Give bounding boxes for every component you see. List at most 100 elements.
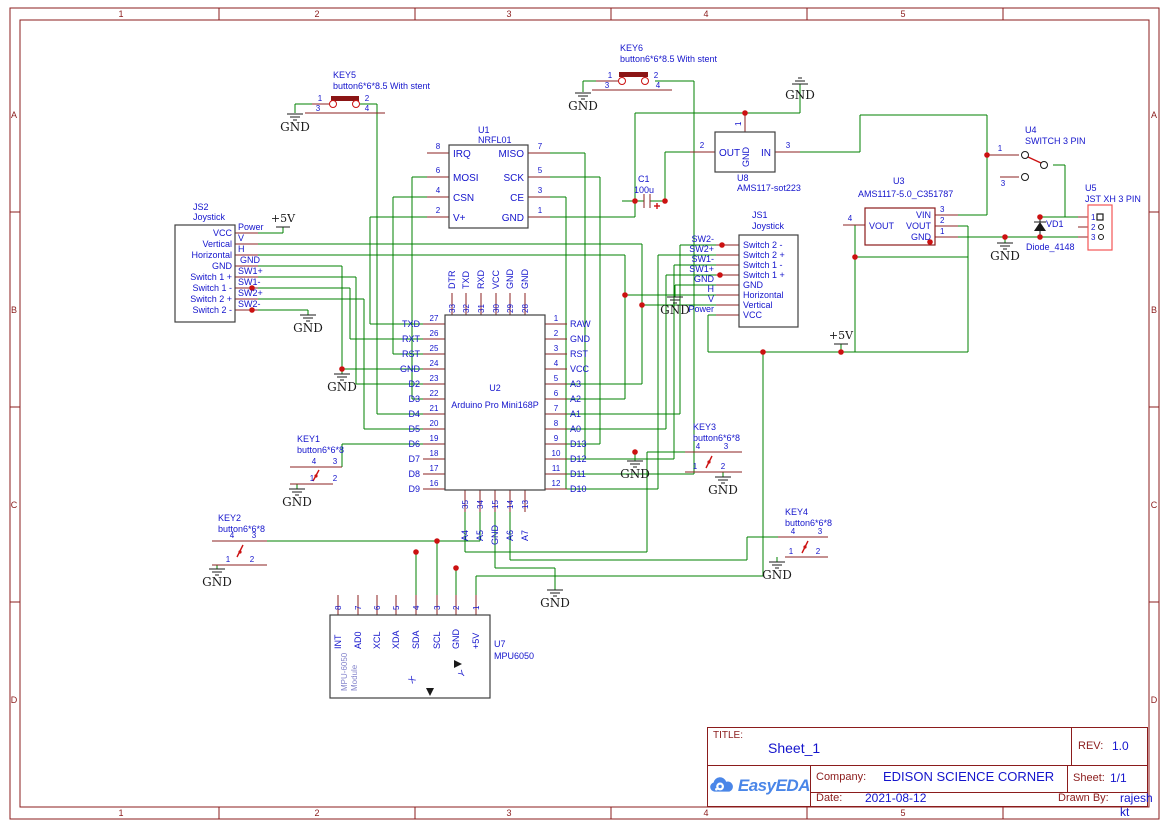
schematic-text[interactable]: 3 — [333, 457, 338, 466]
schematic-text[interactable]: NRFL01 — [478, 135, 512, 145]
schematic-text[interactable]: 1 — [226, 555, 231, 564]
schematic-text[interactable]: 35 — [461, 500, 470, 509]
schematic-text[interactable]: GND — [240, 255, 261, 265]
contact-circle[interactable] — [1098, 234, 1104, 240]
schematic-text[interactable]: MPU-6050 — [340, 652, 349, 691]
schematic-text[interactable]: AMS1117-5.0_C351787 — [858, 189, 953, 199]
contact-circle[interactable] — [1098, 224, 1104, 230]
schematic-text[interactable]: U7 — [494, 639, 506, 649]
schematic-text[interactable]: JS1 — [752, 210, 768, 220]
schematic-text[interactable]: D10 — [570, 484, 587, 494]
schematic-text[interactable]: D12 — [570, 454, 587, 464]
schematic-text[interactable]: GND — [212, 261, 233, 271]
schematic-text[interactable]: SW1+ — [238, 266, 263, 276]
schematic-text[interactable]: 17 — [430, 464, 439, 473]
schematic-text[interactable]: 30 — [492, 304, 501, 313]
schematic-text[interactable]: 4 — [412, 605, 421, 610]
schematic-text[interactable]: 1 — [538, 206, 543, 215]
schematic-text[interactable]: SW1+ — [689, 264, 714, 274]
schematic-text[interactable]: V+ — [453, 213, 466, 224]
schematic-text[interactable]: Diode_4148 — [1026, 242, 1075, 252]
schematic-text[interactable]: A2 — [570, 394, 581, 404]
schematic-text[interactable]: 2 — [816, 547, 821, 556]
schematic-text[interactable]: IRQ — [453, 149, 471, 160]
schematic-text[interactable]: 15 — [491, 500, 500, 509]
JS1-body[interactable] — [738, 234, 799, 328]
schematic-text[interactable]: Vertical — [202, 239, 232, 249]
schematic-text[interactable]: D7 — [408, 454, 420, 464]
contact-circle[interactable] — [1040, 161, 1048, 169]
schematic-text[interactable]: 5 — [554, 374, 559, 383]
schematic-text[interactable]: A1 — [570, 409, 581, 419]
schematic-text[interactable]: 20 — [430, 419, 439, 428]
schematic-text[interactable]: CSN — [453, 193, 474, 204]
schematic-text[interactable]: 2 — [654, 71, 659, 80]
schematic-text[interactable]: XDA — [391, 630, 401, 649]
schematic-text[interactable]: Power — [238, 222, 264, 232]
contact-circle[interactable] — [1021, 173, 1029, 181]
schematic-text[interactable]: 6 — [436, 166, 441, 175]
schematic-text[interactable]: Arduino Pro Mini168P — [451, 400, 539, 410]
schematic-text[interactable]: Switch 2 + — [743, 250, 785, 260]
schematic-text[interactable]: 3 — [605, 81, 610, 90]
schematic-text[interactable]: 6 — [554, 389, 559, 398]
schematic-text[interactable]: 3 — [940, 205, 945, 214]
schematic-text[interactable]: 7 — [354, 605, 363, 610]
schematic-text[interactable]: VCC — [491, 269, 501, 289]
schematic-text[interactable]: 1 — [693, 462, 698, 471]
schematic-text[interactable]: button6*6*8.5 With stent — [620, 54, 718, 64]
schematic-text[interactable]: 5 — [538, 166, 543, 175]
schematic-text[interactable]: button6*6*8 — [693, 433, 740, 443]
schematic-text[interactable]: 26 — [430, 329, 439, 338]
schematic-text[interactable]: 1 — [734, 121, 743, 126]
schematic-text[interactable]: X — [406, 674, 417, 685]
schematic-text[interactable]: H — [238, 244, 245, 254]
schematic-text[interactable]: A0 — [570, 424, 581, 434]
schematic-text[interactable]: U8 — [737, 173, 749, 183]
schematic-text[interactable]: Switch 2 - — [743, 240, 783, 250]
schematic-text[interactable]: 12 — [552, 479, 561, 488]
schematic-text[interactable]: VOUT — [906, 221, 932, 231]
JS2-body[interactable] — [174, 224, 236, 323]
schematic-text[interactable]: 8 — [436, 142, 441, 151]
schematic-text[interactable]: 2 — [365, 94, 370, 103]
schematic-text[interactable]: D2 — [408, 379, 420, 389]
schematic-text[interactable]: Switch 1 + — [190, 272, 232, 282]
schematic-text[interactable]: D3 — [408, 394, 420, 404]
schematic-text[interactable]: VCC — [570, 364, 590, 374]
schematic-text[interactable]: 3 — [538, 186, 543, 195]
schematic-text[interactable]: VCC — [213, 228, 233, 238]
schematic-text[interactable]: JS2 — [193, 202, 209, 212]
schematic-text[interactable]: A6 — [505, 530, 515, 541]
schematic-text[interactable]: AMS117-sot223 — [737, 183, 801, 193]
schematic-text[interactable]: 2 — [250, 555, 255, 564]
schematic-text[interactable]: KEY6 — [620, 43, 643, 53]
schematic-text[interactable]: TXD — [402, 319, 421, 329]
schematic-text[interactable]: 4 — [656, 81, 661, 90]
schematic-text[interactable]: Switch 1 + — [743, 270, 785, 280]
contact-circle[interactable] — [1021, 151, 1029, 159]
schematic-text[interactable]: KEY5 — [333, 70, 356, 80]
schematic-text[interactable]: 28 — [521, 304, 530, 313]
schematic-text[interactable]: D4 — [408, 409, 420, 419]
schematic-text[interactable]: A3 — [570, 379, 581, 389]
schematic-text[interactable]: XCL — [372, 631, 382, 649]
schematic-text[interactable]: D8 — [408, 469, 420, 479]
schematic-text[interactable]: 1 — [608, 71, 613, 80]
schematic-text[interactable]: AD0 — [353, 631, 363, 649]
schematic-text[interactable]: 8 — [554, 419, 559, 428]
schematic-text[interactable]: GND — [570, 334, 591, 344]
schematic-text[interactable]: U2 — [489, 383, 501, 393]
schematic-text[interactable]: U1 — [478, 125, 490, 135]
schematic-text[interactable]: 4 — [696, 442, 701, 451]
schematic-text[interactable]: VOUT — [869, 221, 895, 231]
schematic-text[interactable]: SCL — [432, 631, 442, 649]
schematic-text[interactable]: 7 — [538, 142, 543, 151]
schematic-text[interactable]: TXD — [461, 270, 471, 289]
schematic-text[interactable]: 3 — [818, 527, 823, 536]
schematic-text[interactable]: A7 — [520, 530, 530, 541]
schematic-text[interactable]: INT — [333, 634, 343, 649]
contact-circle[interactable] — [641, 77, 649, 85]
schematic-text[interactable]: 2 — [436, 206, 441, 215]
schematic-text[interactable]: button6*6*8 — [785, 518, 832, 528]
